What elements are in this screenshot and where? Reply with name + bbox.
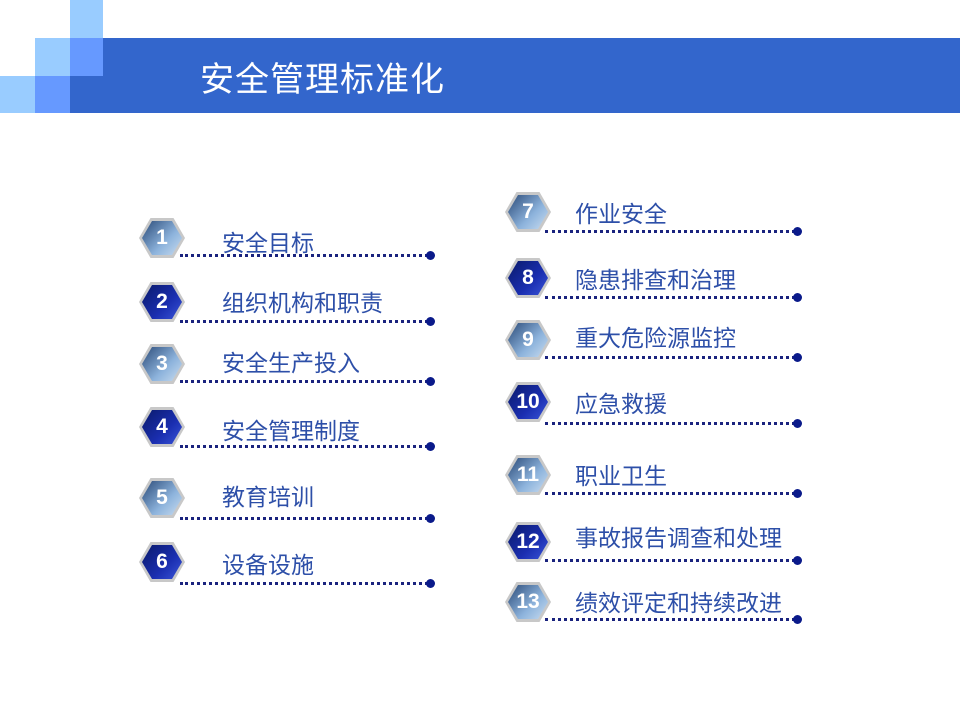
- hexagon-number-badge: 12: [505, 522, 551, 562]
- dotted-line: [545, 559, 795, 562]
- page-title: 安全管理标准化: [200, 60, 445, 100]
- item-number: 6: [142, 545, 182, 579]
- decor-square: [70, 38, 103, 76]
- hexagon-number-badge: 11: [505, 455, 551, 495]
- list-item: 13 绩效评定和持续改进: [0, 582, 802, 650]
- item-label: 设备设施: [222, 553, 314, 579]
- line-end-dot: [426, 579, 435, 588]
- title-banner: [70, 38, 960, 113]
- dotted-line: [545, 356, 795, 359]
- item-number: 4: [142, 410, 182, 444]
- line-end-dot: [426, 317, 435, 326]
- item-label: 重大危险源监控: [575, 326, 736, 352]
- list-item: 5 教育培训: [0, 200, 435, 523]
- item-label: 职业卫生: [575, 464, 667, 490]
- list-item: 8 隐患排查和治理: [0, 258, 802, 400]
- list-item: 7 作业安全: [0, 192, 802, 350]
- dotted-line: [180, 254, 428, 257]
- list-item: 9 重大危险源监控: [0, 320, 802, 450]
- dotted-line: [545, 492, 795, 495]
- list-item: 12 事故报告调查和处理: [0, 522, 802, 600]
- line-end-dot: [426, 251, 435, 260]
- line-end-dot: [793, 353, 802, 362]
- item-label: 事故报告调查和处理: [575, 526, 782, 552]
- dotted-line: [545, 618, 795, 621]
- item-number: 11: [508, 458, 548, 492]
- item-label: 组织机构和职责: [222, 291, 383, 317]
- dotted-line: [545, 422, 795, 425]
- hexagon-number-badge: 8: [505, 258, 551, 298]
- line-end-dot: [426, 514, 435, 523]
- hexagon-number-badge: 6: [139, 542, 185, 582]
- item-number: 3: [142, 347, 182, 381]
- list-item: 4 安全管理制度: [0, 150, 435, 451]
- dotted-line: [545, 230, 795, 233]
- item-label: 安全目标: [222, 231, 314, 257]
- dotted-line: [180, 582, 428, 585]
- item-number: 8: [508, 261, 548, 295]
- hexagon-number-badge: 13: [505, 582, 551, 622]
- item-label: 安全生产投入: [222, 351, 360, 377]
- hexagon-number-badge: 9: [505, 320, 551, 360]
- line-end-dot: [793, 556, 802, 565]
- item-number: 9: [508, 323, 548, 357]
- item-label: 教育培训: [222, 485, 314, 511]
- hexagon-number-badge: 7: [505, 192, 551, 232]
- item-label: 绩效评定和持续改进: [575, 591, 782, 617]
- hexagon-number-badge: 1: [139, 218, 185, 258]
- line-end-dot: [426, 442, 435, 451]
- item-number: 5: [142, 481, 182, 515]
- dotted-line: [180, 320, 428, 323]
- item-number: 10: [508, 385, 548, 419]
- line-end-dot: [793, 293, 802, 302]
- decor-square: [0, 76, 35, 113]
- line-end-dot: [793, 419, 802, 428]
- line-end-dot: [793, 489, 802, 498]
- line-end-dot: [793, 227, 802, 236]
- list-item: 11 职业卫生: [0, 455, 802, 550]
- item-number: 1: [142, 221, 182, 255]
- line-end-dot: [793, 615, 802, 624]
- item-number: 12: [508, 525, 548, 559]
- item-number: 7: [508, 195, 548, 229]
- hexagon-number-badge: 10: [505, 382, 551, 422]
- item-label: 作业安全: [575, 202, 667, 228]
- dotted-line: [180, 445, 428, 448]
- decor-square: [35, 76, 70, 113]
- item-label: 应急救援: [575, 392, 667, 418]
- item-label: 安全管理制度: [222, 419, 360, 445]
- decor-square: [70, 0, 103, 38]
- decor-square: [35, 38, 70, 76]
- item-number: 13: [508, 585, 548, 619]
- list-item: 10 应急救援: [0, 382, 802, 500]
- dotted-line: [180, 517, 428, 520]
- line-end-dot: [426, 377, 435, 386]
- dotted-line: [180, 380, 428, 383]
- item-number: 2: [142, 285, 182, 319]
- list-item: 1 安全目标: [0, 0, 435, 260]
- list-item: 6 设备设施: [0, 250, 435, 588]
- item-label: 隐患排查和治理: [575, 268, 736, 294]
- dotted-line: [545, 296, 795, 299]
